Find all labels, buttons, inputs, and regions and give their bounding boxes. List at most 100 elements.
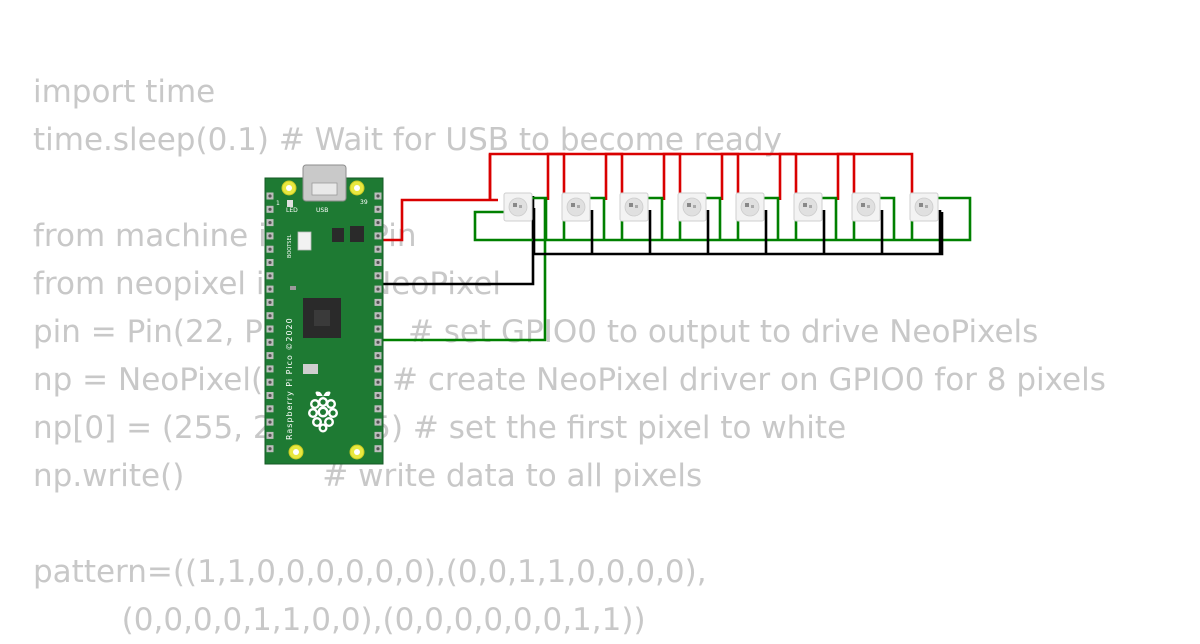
- usb-connector-inner: [311, 182, 338, 196]
- data-chain-wire[interactable]: [764, 196, 780, 240]
- neopixel-die: [635, 205, 638, 208]
- neopixel-lens: [508, 197, 528, 217]
- neopixel-die: [519, 205, 522, 208]
- power-chain-wire[interactable]: [778, 152, 856, 200]
- neopixel-lens: [566, 197, 586, 217]
- power-chain-wire[interactable]: [604, 152, 682, 200]
- pin-hole: [376, 260, 380, 265]
- data-wire[interactable]: [372, 198, 547, 342]
- neopixel-die: [571, 203, 575, 207]
- pin-hole: [268, 221, 272, 225]
- ground-chain-wire[interactable]: [532, 208, 944, 256]
- neopixel[interactable]: [677, 192, 707, 222]
- board-name-label: Raspberry Pi Pico ©2020: [285, 317, 294, 440]
- power-chain-wire[interactable]: [836, 152, 914, 200]
- bootsel-label: BOOTSEL: [287, 234, 293, 258]
- neopixel-lens: [914, 197, 934, 217]
- neopixel-die: [629, 203, 633, 207]
- data-chain-wire[interactable]: [590, 196, 606, 240]
- neopixel[interactable]: [619, 192, 649, 222]
- data-chain-wire[interactable]: [473, 196, 972, 242]
- power-chain-wire[interactable]: [546, 152, 624, 200]
- mount-hole: [293, 449, 299, 455]
- code-line: pattern=((1,1,0,0,0,0,0,0),(0,0,1,1,0,0,…: [33, 554, 707, 590]
- crystal: [303, 364, 318, 374]
- pin-hole: [376, 433, 380, 437]
- data-chain-wire[interactable]: [648, 196, 664, 240]
- pin-hole: [268, 447, 272, 451]
- neopixel[interactable]: [793, 192, 823, 222]
- neopixel-die: [809, 205, 812, 208]
- pin-hole: [376, 234, 380, 238]
- pin-hole: [376, 314, 380, 318]
- pin-hole: [376, 247, 380, 251]
- neopixel[interactable]: [909, 192, 939, 222]
- neopixel-die: [919, 203, 923, 207]
- pin-hole: [268, 420, 272, 424]
- pin-hole: [376, 274, 380, 278]
- power-chain-wire[interactable]: [662, 152, 740, 200]
- neopixel-die: [745, 203, 749, 207]
- pixel-chain-wires: [473, 152, 972, 256]
- neopixel-lens: [682, 197, 702, 217]
- neopixel-lens: [798, 197, 818, 217]
- neopixel[interactable]: [503, 192, 533, 222]
- chip-small: [332, 228, 344, 242]
- pin-hole: [376, 420, 380, 424]
- neopixel-die: [925, 205, 928, 208]
- pin-hole: [268, 300, 272, 304]
- neopixel[interactable]: [561, 192, 591, 222]
- circuit-diagram: LED USB 1 39 BOOTSEL Raspberry Pi Pico ©…: [264, 152, 972, 465]
- pin-hole: [376, 367, 380, 371]
- neopixel-strip: [503, 192, 939, 222]
- code-line: time.sleep(0.1) # Wait for USB to become…: [33, 122, 782, 158]
- neopixel-die: [861, 203, 865, 207]
- code-line: import time: [33, 74, 216, 110]
- pin-hole: [376, 327, 380, 331]
- rp2040-logo: [314, 310, 330, 326]
- pin-hole: [268, 234, 272, 238]
- pin-headers: [266, 192, 382, 453]
- raspberry-pi-pico[interactable]: LED USB 1 39 BOOTSEL Raspberry Pi Pico ©…: [264, 164, 384, 465]
- pin-hole: [268, 287, 272, 291]
- neopixel-die: [751, 205, 754, 208]
- neopixel-lens: [624, 197, 644, 217]
- pin-hole: [268, 407, 272, 411]
- pin-hole: [268, 260, 272, 265]
- pin-hole: [376, 340, 380, 344]
- pin-hole: [376, 207, 380, 211]
- bootsel-button[interactable]: [297, 231, 312, 251]
- pin-hole: [268, 274, 272, 278]
- data-chain-wire[interactable]: [822, 196, 838, 240]
- pin-hole: [268, 433, 272, 437]
- neopixel-lens: [740, 197, 760, 217]
- data-chain-wire[interactable]: [880, 196, 896, 240]
- pin39-label: 39: [360, 199, 368, 206]
- pin-hole: [268, 207, 272, 211]
- neopixel-die: [513, 203, 517, 207]
- neopixel-lens: [856, 197, 876, 217]
- pin-hole: [268, 194, 272, 198]
- wires: [372, 152, 972, 342]
- pin-hole: [376, 447, 380, 451]
- pin-hole: [268, 393, 272, 398]
- neopixel[interactable]: [851, 192, 881, 222]
- pin-hole: [268, 367, 272, 371]
- neopixel-die: [577, 205, 580, 208]
- neopixel[interactable]: [735, 192, 765, 222]
- neopixel-die: [693, 205, 696, 208]
- pin-hole: [376, 300, 380, 304]
- pin-hole: [376, 407, 380, 411]
- power-chain-wire[interactable]: [720, 152, 798, 200]
- raspberry-logo-icon: [308, 391, 338, 433]
- pin-hole: [268, 380, 272, 384]
- pin-hole: [376, 393, 380, 398]
- usb-label: USB: [316, 207, 328, 214]
- power-wire[interactable]: [372, 198, 498, 242]
- data-chain-wire[interactable]: [706, 196, 722, 240]
- neopixel-die: [867, 205, 870, 208]
- led-label: LED: [286, 207, 298, 214]
- capacitor: [290, 286, 296, 290]
- mount-hole: [354, 185, 360, 191]
- data-chain-wire[interactable]: [532, 196, 548, 240]
